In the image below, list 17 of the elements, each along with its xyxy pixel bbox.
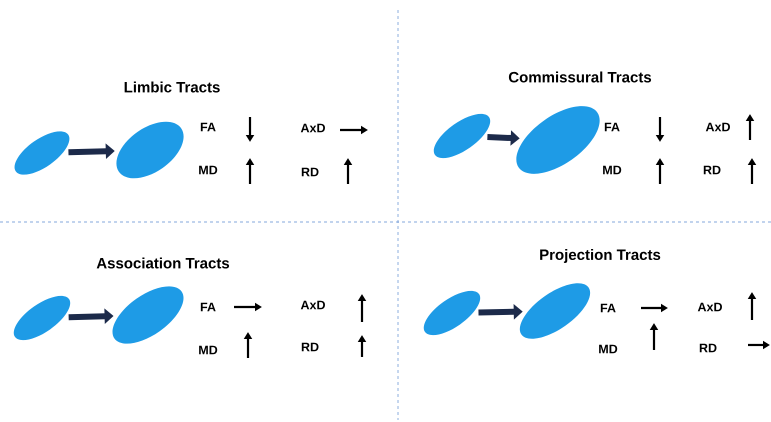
panel-title: Limbic Tracts (124, 81, 220, 92)
metric-label: RD (302, 168, 318, 176)
metric-label: AxD (698, 302, 722, 312)
panel-title: Commissural Tracts (508, 71, 652, 82)
metric-label: MD (599, 344, 618, 354)
metric-label: MD (199, 346, 218, 354)
metric-label: FA (200, 122, 216, 132)
metric-label: FA (200, 302, 216, 312)
metric-label: RD (302, 342, 318, 352)
metric-label: AxD (706, 122, 730, 132)
metric-label: RD (704, 166, 720, 174)
metric-label: AxD (300, 300, 325, 310)
metric-label: AxD (300, 124, 325, 132)
metric-label: RD (700, 344, 716, 352)
panel-title: Projection Tracts (540, 249, 660, 263)
metric-label: MD (199, 166, 218, 174)
panel-title: Association Tracts (96, 257, 230, 268)
